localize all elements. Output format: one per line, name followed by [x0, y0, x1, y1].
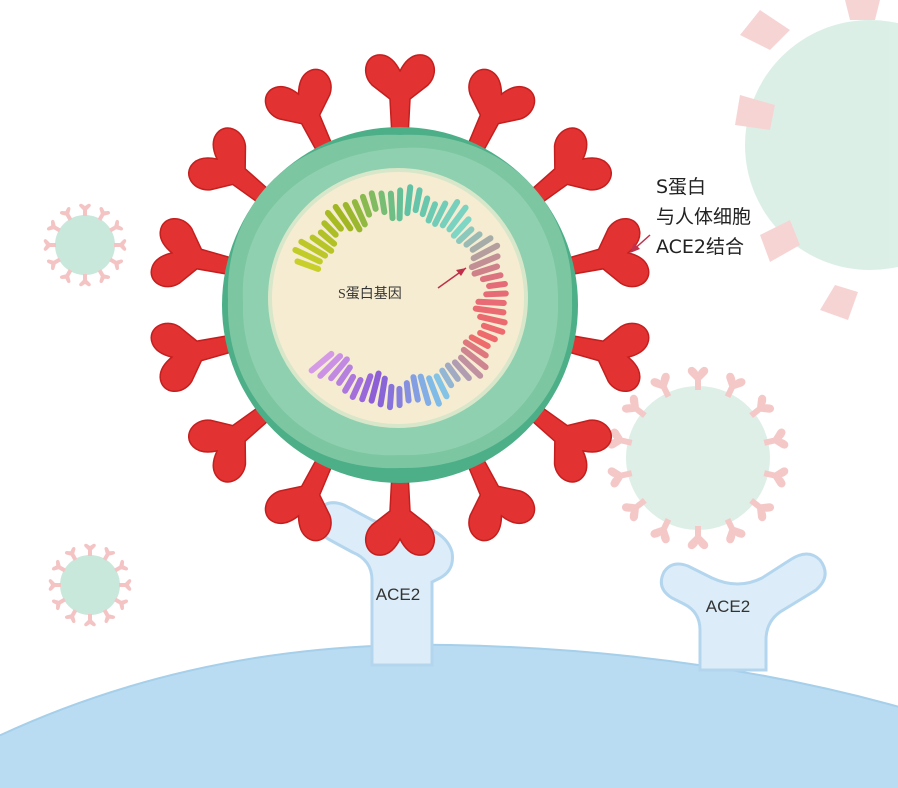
rna-coil-segment [378, 190, 388, 216]
rna-coil-segment [377, 375, 388, 408]
faded-spike [43, 239, 56, 251]
rna-coil-segment [328, 356, 350, 382]
faded-spike [48, 579, 61, 591]
rna-coil-segment [292, 246, 323, 265]
rna-coil-segment [404, 184, 414, 217]
gene-arrow [437, 267, 467, 289]
rna-coil-segment [433, 373, 450, 400]
faded-spike [84, 543, 96, 556]
rna-coil-segment [336, 364, 353, 386]
binding-arrow [630, 234, 651, 253]
rna-coil-segment [470, 242, 501, 262]
spike-protein [364, 54, 436, 138]
rna-coil-segment [439, 367, 455, 389]
rna-coil-segment [477, 329, 498, 343]
background-virus-medium [606, 366, 790, 550]
rna-coil-segment [463, 231, 483, 248]
rna-coil-segment [460, 346, 489, 371]
rna-coil-segment [351, 199, 368, 228]
rna-coil-segment [403, 380, 412, 404]
rna-coil-segment [349, 377, 364, 400]
rna-coil-segment [444, 362, 461, 382]
rna-coil-segment [462, 339, 489, 359]
rna-coil-segment [468, 253, 501, 271]
rna-coil-segment [480, 322, 506, 335]
rna-coil-segment [359, 193, 373, 218]
rna-coil-segment [477, 313, 508, 326]
gene-label: S蛋白基因 [338, 285, 402, 302]
ace2-label-right: ACE2 [706, 597, 750, 616]
rna-coil-segment [483, 290, 509, 298]
rna-coil-segment [332, 203, 354, 232]
rna-genome [292, 184, 509, 411]
rna-coil-segment [359, 373, 374, 403]
rna-coil-segment [439, 199, 461, 229]
rna-coil-segment [410, 374, 421, 403]
rna-coil-segment [417, 373, 432, 406]
rna-coil-segment [419, 195, 431, 218]
ace2-receptor-right [659, 552, 827, 672]
rna-coil-segment [446, 204, 469, 233]
rna-coil-segment [468, 334, 491, 349]
rna-coil-segment [486, 280, 508, 290]
rna-coil-segment [342, 201, 363, 233]
rna-coil-segment [387, 190, 396, 222]
rna-coil-segment [321, 220, 339, 238]
background-virus-large [735, 0, 898, 320]
rna-coil-segment [368, 190, 379, 212]
cell-membrane [0, 644, 898, 788]
rna-coil-segment [317, 353, 344, 379]
rna-coil-segment [317, 229, 338, 247]
rna-coil-segment [342, 373, 357, 394]
rna-coil-segment [458, 354, 484, 379]
rna-coil-segment [475, 298, 507, 306]
rna-coil-segment [308, 350, 335, 374]
background-virus-small-top [43, 203, 127, 287]
rna-coil-segment [469, 235, 494, 253]
faded-spike [79, 203, 91, 216]
rna-coil-segment [472, 305, 507, 316]
faded-spike [84, 614, 96, 627]
rna-coil-segment [471, 263, 501, 277]
faded-spike [114, 239, 127, 251]
rna-coil-segment [298, 238, 329, 259]
faded-spike [79, 274, 91, 287]
rna-coil-segment [386, 383, 395, 411]
faded-spike [119, 579, 132, 591]
binding-label-line1: S蛋白 [656, 176, 706, 198]
rna-coil-segment [426, 375, 442, 407]
rna-coil-segment [450, 216, 472, 239]
rna-coil-segment [432, 200, 449, 227]
background-virus-small-bottom [48, 543, 132, 627]
rna-coil-segment [451, 359, 472, 382]
rna-coil-segment [309, 234, 335, 254]
rna-coil-segment [324, 209, 344, 232]
rna-coil-segment [425, 201, 438, 224]
rna-coil-segment [479, 272, 504, 283]
rna-coil-segment [294, 258, 322, 272]
rna-coil-segment [368, 370, 382, 404]
rna-coil-segment [412, 187, 423, 214]
binding-label-line3: ACE2结合 [656, 236, 744, 258]
ace2-label-left: ACE2 [376, 585, 420, 604]
rna-coil-segment [396, 187, 404, 222]
rna-coil-segment [455, 226, 475, 245]
main-virus [222, 127, 578, 483]
binding-label-line2: 与人体细胞 [656, 206, 751, 228]
